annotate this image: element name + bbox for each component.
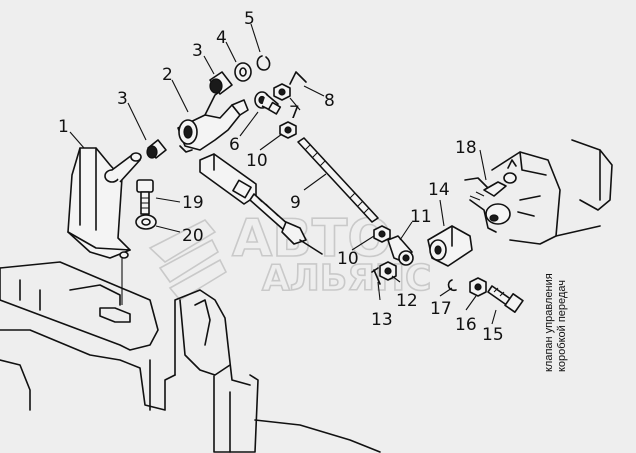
side-label: клапан управления коробкой передач [543,273,568,372]
callout-3-left: 3 [117,89,128,109]
callout-18: 18 [455,138,477,158]
chassis-frame [0,261,381,453]
callout-11: 11 [410,207,432,227]
part-3-bushing-upper [209,71,233,95]
part-6-rod-end [254,91,282,115]
leader-lines [69,23,497,325]
transmission-valve [464,139,613,245]
part-9-threaded-rod [297,137,379,223]
part-14-clevis [427,225,473,267]
part-16-nut [469,277,487,297]
callout-16: 16 [455,315,477,335]
part-10-nut-lower [373,225,391,243]
callout-12: 12 [396,291,418,311]
callout-3-upper: 3 [192,41,203,61]
watermark-logo [148,218,228,302]
part-17-clip [447,279,457,292]
part-7-nut [273,83,291,101]
callout-8: 8 [324,91,335,111]
part-13-pin [371,267,381,285]
callout-9: 9 [290,193,301,213]
callout-5: 5 [244,9,255,29]
callout-labels: 1 2 3 3 4 5 6 7 8 9 10 10 11 12 13 14 15… [58,9,504,345]
side-label-line2: коробкой передач [556,280,568,372]
callout-20: 20 [182,226,204,246]
watermark-line1: АВТО [232,209,392,269]
part-15-bolt [487,285,524,313]
callout-7: 7 [289,103,300,123]
callout-1: 1 [58,117,69,137]
callout-4: 4 [216,28,227,48]
callout-14: 14 [428,180,450,200]
part-12-nut [379,261,397,281]
callout-13: 13 [371,310,393,330]
callout-17: 17 [430,299,452,319]
part-10-nut-upper [279,121,297,139]
part-4-washer [234,62,252,82]
side-label-line1: клапан управления [543,273,555,372]
part-20-washer [135,214,157,230]
part-5-snap-ring [256,55,271,71]
control-cable [199,153,323,255]
part-3-bushing-left [146,139,167,159]
callout-10-lower: 10 [337,249,359,269]
callout-2: 2 [162,65,173,85]
callout-10-upper: 10 [246,151,268,171]
callout-19: 19 [182,193,204,213]
watermark: АВТО АЛЬЯНС [148,208,432,302]
callout-15: 15 [482,325,504,345]
part-19-bolt [136,179,154,215]
part-8-cotter-pin [289,71,307,85]
part-1-bracket [67,147,142,305]
callout-6: 6 [229,135,240,155]
part-11-rod-end [387,235,414,266]
